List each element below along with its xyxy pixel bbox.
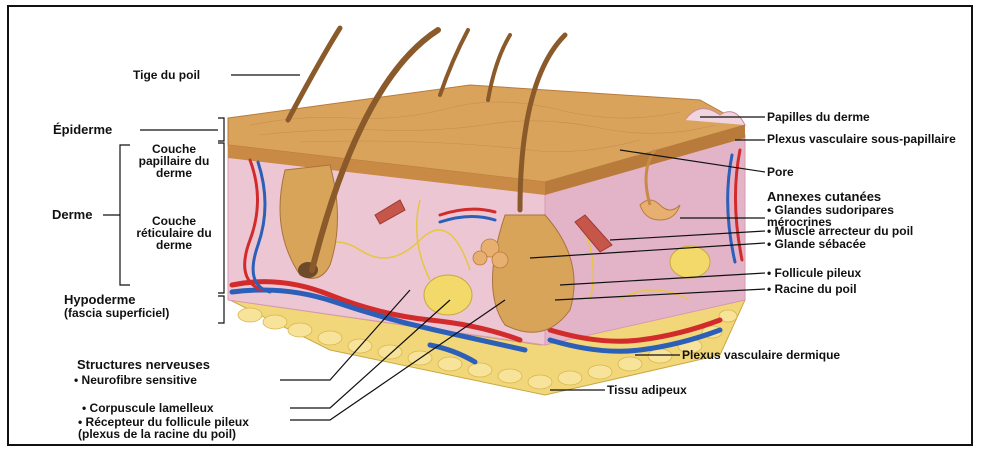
label-sensory-neurofiber: • Neurofibre sensitive (74, 374, 197, 386)
label-epidermis: Épiderme (53, 124, 112, 136)
label-arrector-muscle: • Muscle arrecteur du poil (767, 225, 913, 237)
label-hair-follicle-receptor: • Récepteur du follicule pileux (plexus … (78, 416, 283, 440)
label-lamellar-corpuscle: • Corpuscule lamelleux (82, 402, 214, 414)
label-reticular-layer: Couche réticulaire du derme (128, 215, 220, 251)
label-dermis: Derme (52, 209, 92, 221)
label-sebaceous-gland: • Glande sébacée (767, 238, 866, 250)
label-hair-follicle: • Follicule pileux (767, 267, 861, 279)
label-dermal-papillae: Papilles du derme (767, 111, 870, 123)
label-adipose-tissue: Tissu adipeux (607, 384, 687, 396)
label-pore: Pore (767, 166, 794, 178)
label-hypodermis: Hypoderme (64, 294, 136, 306)
label-hair-shaft: Tige du poil (133, 69, 200, 81)
lamellar-corpuscle-2 (670, 246, 710, 278)
label-subpapillary-plexus: Plexus vasculaire sous-papillaire (767, 133, 967, 145)
label-hair-root: • Racine du poil (767, 283, 857, 295)
label-skin-appendages: Annexes cutanées (767, 191, 881, 203)
label-papillary-layer: Couche papillaire du derme (133, 143, 215, 179)
label-nerve-structures: Structures nerveuses (77, 359, 210, 371)
label-superficial-fascia: (fascia superficiel) (64, 307, 169, 319)
label-dermal-plexus: Plexus vasculaire dermique (682, 349, 840, 361)
lamellar-corpuscle (424, 275, 472, 315)
